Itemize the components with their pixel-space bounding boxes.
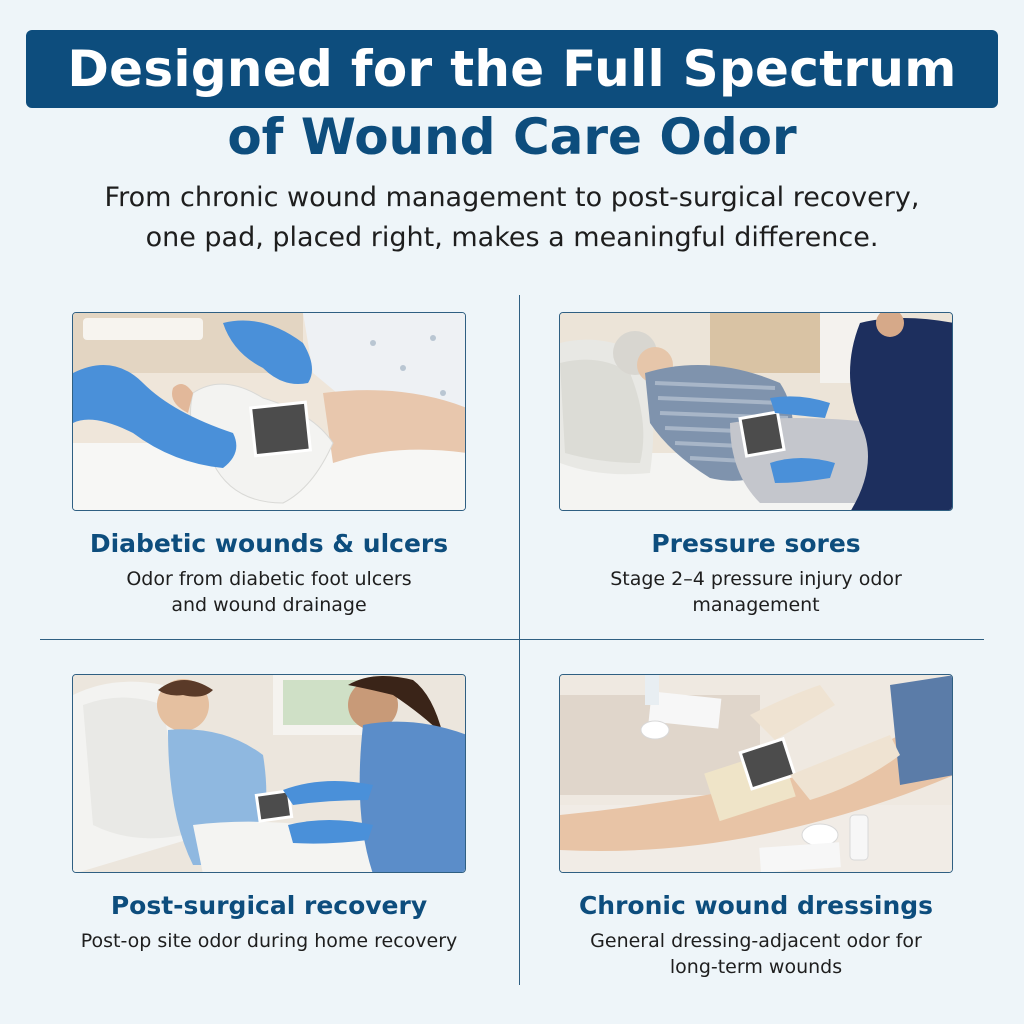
card-description: Post-op site odor during home recovery [72,928,466,954]
subtitle-line-1: From chronic wound management to post-su… [104,182,920,213]
card-description-line-1: Odor from diabetic foot ulcers [126,568,412,590]
card-pressure-sores: Pressure sores Stage 2–4 pressure injury… [559,312,953,618]
card-title: Pressure sores [651,529,861,558]
subtitle-line-2: one pad, placed right, makes a meaningfu… [145,222,879,253]
page-subtitle: From chronic wound management to post-su… [0,178,1024,258]
card-title: Chronic wound dressings [578,891,934,920]
card-post-surgical: Post-surgical recovery Post-op site odor… [72,674,466,954]
page-title: Designed for the Full Spectrum [67,40,957,98]
card-description-line-2: and wound drainage [171,594,367,616]
card-description-line-1: Stage 2–4 pressure injury odor [610,568,902,590]
card-description-line-1: General dressing-adjacent odor for [590,930,922,952]
page-title-line2: of Wound Care Odor [227,108,797,166]
photo-diabetic-foot [72,312,466,511]
card-description-line-2: management [692,594,820,616]
vertical-divider [519,295,520,985]
card-description: Stage 2–4 pressure injury odor managemen… [559,566,953,618]
card-chronic-dressings: Chronic wound dressings General dressing… [559,674,953,980]
title-banner: Designed for the Full Spectrum [26,30,998,108]
photo-post-surgical [72,674,466,873]
card-description: General dressing-adjacent odor for long-… [559,928,953,980]
card-title: Diabetic wounds & ulcers [89,529,449,558]
card-description: Odor from diabetic foot ulcers and wound… [72,566,466,618]
horizontal-divider [40,639,984,640]
photo-pressure-sores [559,312,953,511]
card-title: Post-surgical recovery [110,891,428,920]
card-description-line-2: long-term wounds [669,956,843,978]
card-description-line-1: Post-op site odor during home recovery [80,930,458,952]
card-diabetic-wounds: Diabetic wounds & ulcers Odor from diabe… [72,312,466,618]
photo-chronic-dressings [559,674,953,873]
